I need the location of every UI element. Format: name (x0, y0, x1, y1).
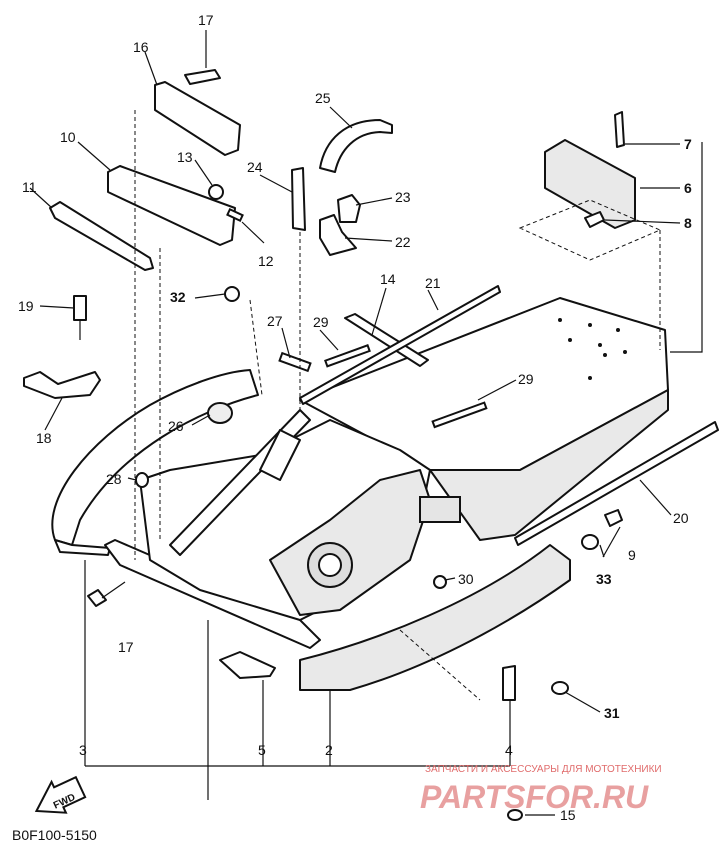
pin-7 (614, 111, 625, 148)
callout-labels: 17 16 10 13 11 24 25 23 22 12 19 32 14 2… (18, 12, 692, 823)
callout-24: 24 (247, 159, 263, 175)
callout-29a: 29 (313, 314, 329, 330)
callout-31: 31 (604, 705, 620, 721)
clip-8 (584, 211, 605, 228)
callout-18: 18 (36, 430, 52, 446)
plate-16 (154, 81, 241, 156)
bolt-19 (73, 295, 87, 321)
plug-31 (551, 681, 569, 695)
callout-12: 12 (258, 253, 274, 269)
callout-17-top: 17 (198, 12, 214, 28)
callout-21: 21 (425, 275, 441, 291)
callout-8: 8 (684, 215, 692, 231)
front-direction-arrow: FWD (34, 775, 87, 814)
bolt-9 (604, 509, 623, 527)
callout-4: 4 (505, 742, 513, 758)
nut-13 (208, 184, 224, 200)
callout-33: 33 (596, 571, 612, 587)
callout-32: 32 (170, 289, 186, 305)
part-28 (135, 472, 149, 488)
part-22 (319, 214, 357, 256)
diagram-code: B0F100-5150 (12, 827, 97, 843)
callout-5: 5 (258, 742, 266, 758)
bolt-4 (502, 665, 516, 701)
rod-29b (431, 401, 488, 429)
bolt-17-top (184, 69, 221, 85)
part-27 (278, 351, 312, 373)
bracket-5 (219, 651, 276, 679)
bracket-10 (107, 165, 236, 246)
watermark: ЗАПЧАСТИ И АКСЕССУАРЫ ДЛЯ МОТОТЕХНИКИ PA… (420, 764, 662, 815)
part-shapes (23, 69, 719, 821)
callout-11: 11 (22, 179, 37, 195)
bushing-26 (207, 402, 233, 424)
callout-28: 28 (106, 471, 122, 487)
frame-assembly (51, 297, 669, 691)
callout-14: 14 (380, 271, 396, 287)
strip-21 (299, 285, 501, 405)
callout-9: 9 (628, 547, 636, 563)
callout-10: 10 (60, 129, 76, 145)
callout-19: 19 (18, 298, 34, 314)
callout-6: 6 (684, 180, 692, 196)
leader-lines (29, 30, 703, 816)
callout-27: 27 (267, 313, 283, 329)
cap-15 (507, 809, 523, 821)
rod-29a (324, 344, 371, 368)
watermark-brand: PARTSFOR.RU (420, 779, 649, 815)
part-23 (337, 194, 361, 223)
callout-23: 23 (395, 189, 411, 205)
callout-16: 16 (133, 39, 149, 55)
callout-22: 22 (395, 234, 411, 250)
rail-20 (514, 421, 719, 546)
callout-7: 7 (684, 136, 692, 152)
callout-15: 15 (560, 807, 576, 823)
bolt-17-lower (87, 589, 107, 607)
strap-11 (49, 201, 154, 271)
callout-17-lower: 17 (118, 639, 134, 655)
grommet-32 (224, 286, 240, 302)
washer-33 (581, 534, 599, 550)
callout-30: 30 (458, 571, 474, 587)
pad-18 (23, 371, 101, 399)
callout-29b: 29 (518, 371, 534, 387)
callout-3: 3 (79, 742, 87, 758)
callout-2: 2 (325, 742, 333, 758)
callout-25: 25 (315, 90, 331, 106)
bar-24 (291, 167, 306, 231)
watermark-tagline: ЗАПЧАСТИ И АКСЕССУАРЫ ДЛЯ МОТОТЕХНИКИ (425, 764, 662, 775)
part-30 (433, 575, 447, 589)
clamp-6 (544, 139, 636, 229)
spacer-12 (226, 207, 244, 223)
callout-26: 26 (168, 418, 184, 434)
callout-13: 13 (177, 149, 193, 165)
handle-25 (319, 119, 393, 173)
callout-20: 20 (673, 510, 689, 526)
